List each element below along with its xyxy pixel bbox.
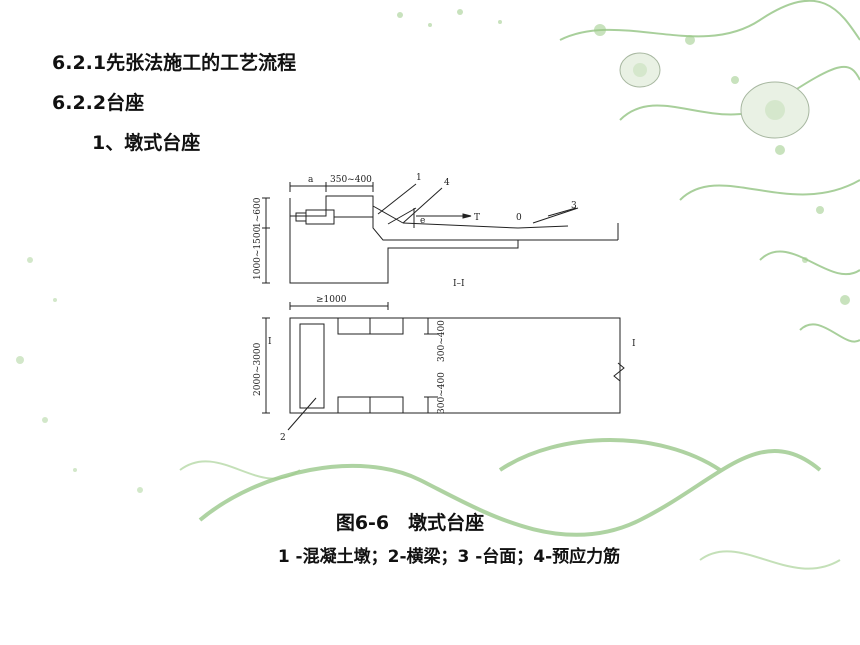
pier-pedestal-drawing: a 350~400 1 4 e T 0 3 I–I ≥1000 I I 2 1~… (253, 173, 636, 443)
callout-1: 1 (416, 173, 422, 183)
callout-0: 0 (516, 213, 522, 223)
label-e: e (420, 216, 425, 226)
heading-pedestal: 6.2.2台座 (52, 92, 145, 114)
label-1-600: 1~600 (253, 197, 263, 228)
section-I-right: I (632, 339, 636, 349)
label-300-400-top: 300~400 (437, 320, 447, 362)
label-350-400: 350~400 (330, 175, 372, 185)
label-ge1000: ≥1000 (316, 295, 347, 305)
label-a: a (308, 175, 314, 185)
section-mark: I–I (453, 279, 465, 289)
label-1000-1500: 1000~1500 (253, 226, 263, 280)
callout-4: 4 (444, 178, 450, 188)
heading-pier-pedestal: 1、墩式台座 (92, 132, 201, 154)
figure-caption-title: 图6-6 墩式台座 (335, 512, 485, 534)
label-2000-3000: 2000~3000 (253, 342, 263, 396)
callout-3: 3 (571, 201, 577, 211)
label-300-400-bottom: 300~400 (437, 372, 447, 414)
figure-caption-legend: 1 -混凝土墩；2-横梁；3 -台面；4-预应力筋 (277, 547, 621, 567)
heading-flow: 6.2.1先张法施工的工艺流程 (52, 52, 297, 74)
label-T: T (474, 213, 480, 223)
section-I-left: I (268, 337, 272, 347)
callout-2: 2 (280, 433, 286, 443)
